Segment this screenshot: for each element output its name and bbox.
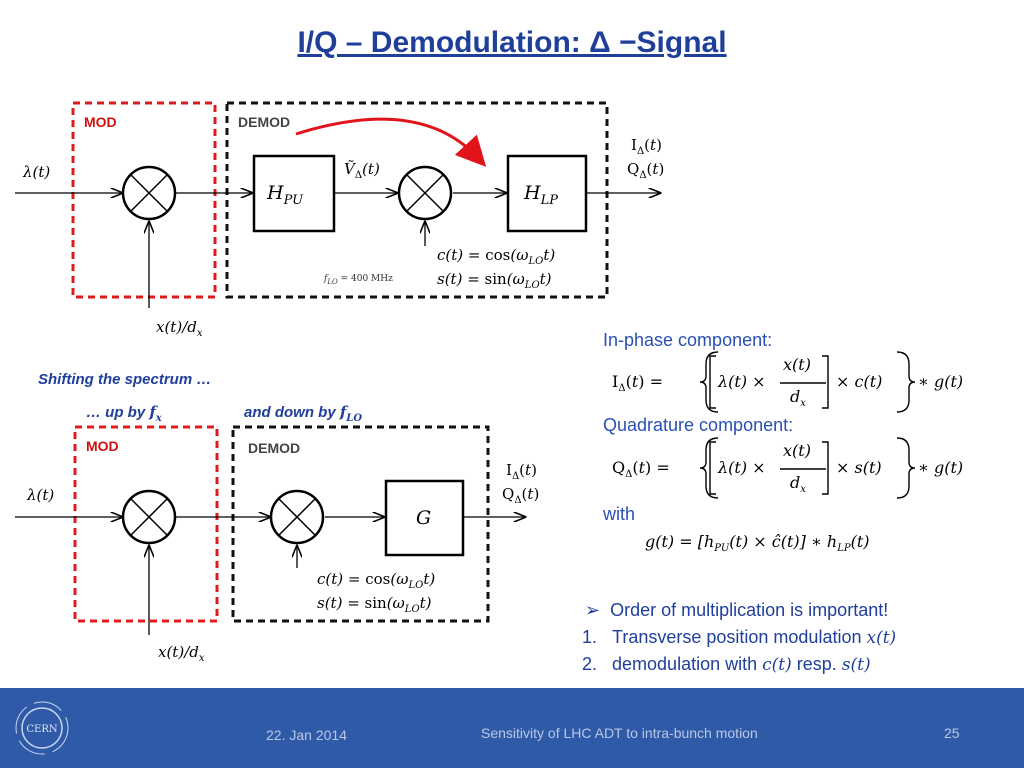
hpu-block [252, 154, 336, 233]
hlp-block [506, 154, 588, 233]
eq-brackets [699, 351, 916, 499]
bullet-order: ➢ Order of multiplication is important! [585, 600, 889, 620]
inphase-heading: In-phase component: [603, 330, 773, 350]
eq-q-num: x(t) [783, 441, 811, 460]
mixer-2a [121, 489, 177, 545]
input-lambda-1: λ(t) [23, 163, 51, 181]
cern-logo-icon: CERN [15, 701, 69, 755]
demod-label-2: DEMOD [248, 440, 301, 456]
mod-input-2: x(t)/dx [158, 643, 205, 664]
out-i-1: IΔ(t) [631, 136, 662, 157]
demod-region-2 [231, 425, 490, 623]
mixer-1b [397, 165, 453, 221]
footer-title: Sensitivity of LHC ADT to intra-bunch mo… [481, 725, 758, 741]
eq-i-lhs: IΔ(t) = [612, 372, 663, 395]
eq-i-g: ∗ g(t) [918, 372, 964, 391]
out-i-2: IΔ(t) [506, 461, 537, 482]
out-q-1: QΔ(t) [627, 160, 665, 181]
mixer-1a [121, 165, 177, 221]
page-number: 25 [944, 725, 960, 741]
footer-date: 22. Jan 2014 [266, 727, 347, 743]
s-eq-2: s(t) = sin(ωLOt) [317, 594, 432, 615]
red-curved-arrow [295, 117, 487, 167]
up-text: … up by fx [86, 403, 162, 424]
v-signal: ṼΔ(t) [344, 160, 380, 181]
mod-input-1: x(t)/dx [156, 318, 203, 339]
list-item-1: 1. Transverse position modulation x(t) [582, 627, 897, 648]
demod-region-1 [225, 101, 609, 299]
mixer-2b [269, 489, 325, 545]
mod-label-2: MOD [86, 438, 119, 454]
mod-label-1: MOD [84, 114, 117, 130]
eq-q-den: dx [790, 473, 806, 496]
footer-bar [0, 688, 1024, 768]
svg-text:CERN: CERN [26, 724, 57, 735]
s-eq-1: s(t) = sin(ωLOt) [437, 270, 552, 291]
eq-q-lhs: QΔ(t) = [612, 458, 670, 481]
down-text: and down by fLO [244, 403, 363, 424]
eq-q-s: × s(t) [836, 458, 882, 477]
g-block [384, 479, 465, 557]
page-title: I/Q – Demodulation: Δ −Signal [297, 26, 727, 59]
eq-g: g(t) = [hPU(t) × ĉ(t)] ∗ hLP(t) [645, 532, 870, 555]
shift-text: Shifting the spectrum … [38, 371, 212, 388]
input-lambda-2: λ(t) [27, 486, 55, 504]
out-q-2: QΔ(t) [502, 485, 540, 506]
with-label: with [603, 504, 636, 524]
eq-i-num: x(t) [783, 355, 811, 374]
flo-note: fLO = 400 MHz [324, 274, 393, 286]
eq-q-lambda: λ(t) × [718, 458, 766, 477]
list-item-2: 2. demodulation with c(t) resp. s(t) [582, 654, 871, 675]
c-eq-2: c(t) = cos(ωLOt) [317, 570, 436, 591]
demod-label-1: DEMOD [238, 114, 291, 130]
eq-i-c: × c(t) [836, 372, 883, 391]
hlp-label: HLP [524, 182, 558, 208]
eq-i-lambda: λ(t) × [718, 372, 766, 391]
hpu-label: HPU [267, 182, 304, 208]
eq-i-den: dx [790, 387, 806, 410]
g-label: G [416, 507, 432, 529]
arrow-bullet-icon: ➢ [585, 600, 601, 620]
c-eq-1: c(t) = cos(ωLOt) [437, 246, 556, 267]
eq-q-g: ∗ g(t) [918, 458, 964, 477]
quad-heading: Quadrature component: [603, 415, 794, 435]
